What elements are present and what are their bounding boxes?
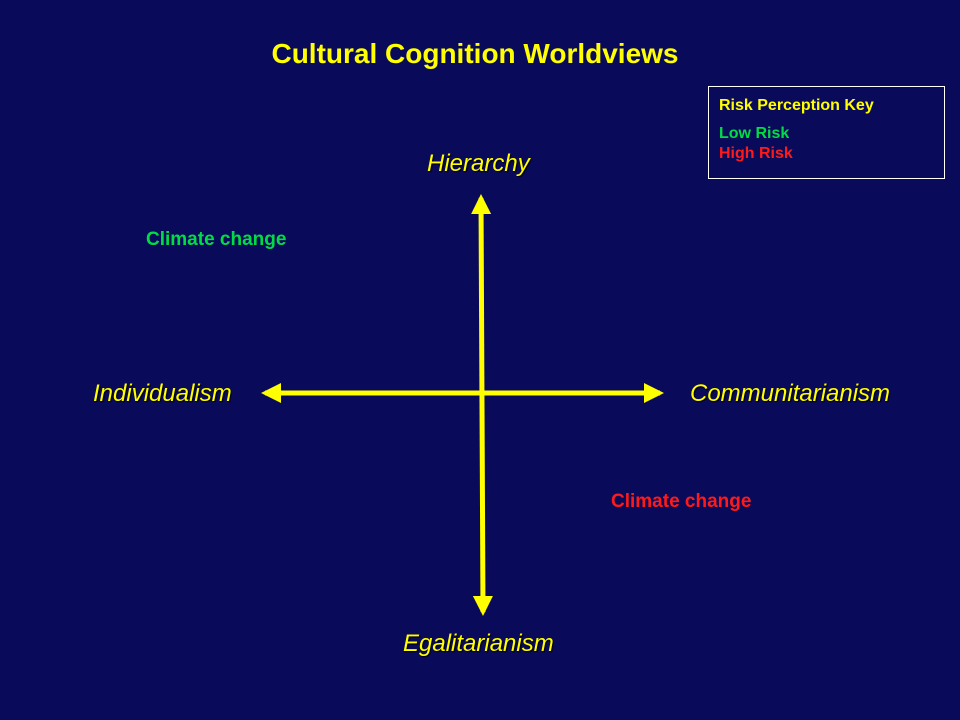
vertical-axis [471,194,493,616]
axis-label-individualism: Individualism [93,380,232,407]
axis-label-hierarchy: Hierarchy [427,150,530,177]
diagram-title: Cultural Cognition Worldviews [271,38,679,69]
key-high-risk: High Risk [719,145,793,162]
climate-change-low-risk-note: Climate change [146,229,287,250]
climate-change-high-risk-note: Climate change [611,491,752,512]
axis-label-communitarianism: Communitarianism [690,380,891,407]
axis-label-egalitarianism: Egalitarianism [403,630,554,657]
risk-perception-key: Risk Perception Key Low Risk High Risk [708,86,945,179]
key-title: Risk Perception Key [719,97,874,114]
key-low-risk: Low Risk [719,125,790,142]
